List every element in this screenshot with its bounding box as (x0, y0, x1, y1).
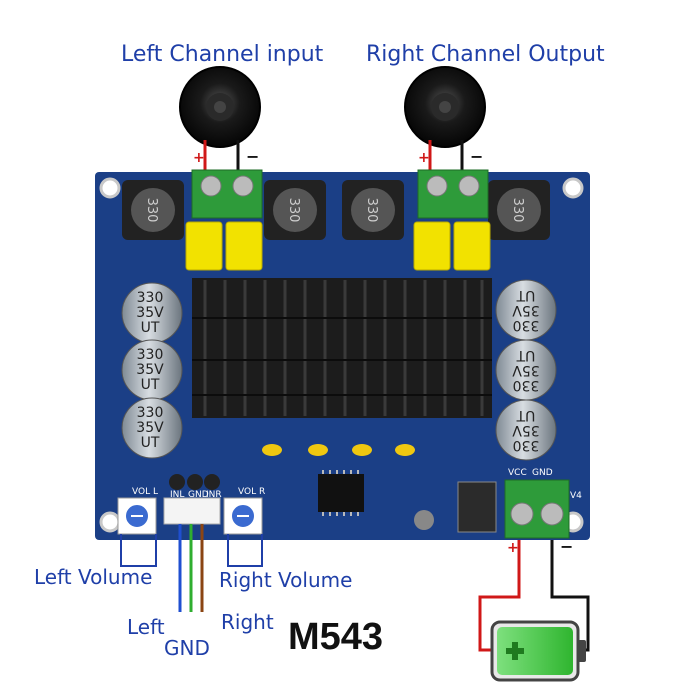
cap-l3-voltage: 35V (136, 420, 164, 436)
cap-l3-series: UT (141, 435, 160, 451)
cap-r3-voltage: 35V (512, 422, 540, 438)
left-volume-pot (117, 497, 157, 535)
power-plus-mark: + (507, 540, 519, 556)
left-channel-input-label: Left Channel input (121, 42, 324, 67)
cap-l1-value: 330 (137, 290, 164, 306)
power-minus-mark: − (560, 537, 573, 556)
left-minus-mark: − (246, 147, 259, 166)
cap-l2-series: UT (141, 377, 160, 393)
left-electrolytic-capacitors (121, 282, 183, 459)
gnd-text: GND (188, 490, 209, 500)
v4-text: V4 (570, 491, 582, 501)
inductors (122, 180, 550, 240)
right-speaker (404, 66, 486, 148)
heatsink (192, 278, 492, 418)
left-output-terminal (191, 169, 263, 219)
inductor-marking-1: 330 (144, 198, 159, 223)
gnd-input-label: GND (164, 636, 210, 660)
cap-r1-series: UT (516, 287, 535, 303)
input-capacitors (169, 474, 220, 490)
right-volume-pot (223, 497, 263, 535)
regulator (457, 481, 497, 533)
small-capacitor (414, 510, 434, 530)
right-output-terminal (417, 169, 489, 219)
battery-icon (490, 620, 586, 682)
left-input-label: Left (127, 615, 165, 639)
inductor-marking-2: 330 (286, 198, 301, 223)
vcc-text: VCC (508, 468, 527, 478)
right-minus-mark: − (470, 147, 483, 166)
right-volume-label: Right Volume (219, 568, 353, 592)
inductor-marking-3: 330 (364, 198, 379, 223)
cap-r2-value: 330 (513, 377, 540, 393)
cap-r2-voltage: 35V (512, 362, 540, 378)
cap-r1-value: 330 (513, 317, 540, 333)
power-terminal (504, 479, 570, 539)
left-volume-label: Left Volume (34, 565, 153, 589)
pot-callouts (120, 534, 263, 567)
film-capacitors (185, 221, 491, 271)
cap-l3-value: 330 (137, 405, 164, 421)
cap-l2-voltage: 35V (136, 362, 164, 378)
right-channel-output-label: Right Channel Output (366, 42, 605, 67)
model-number: M543 (288, 616, 384, 658)
input-wires (178, 524, 204, 612)
vol-l-text: VOL L (132, 487, 158, 497)
cap-r3-value: 330 (513, 437, 540, 453)
left-plus-mark: + (193, 150, 205, 166)
smd-components (262, 444, 415, 456)
left-speaker (179, 66, 261, 148)
cap-l1-voltage: 35V (136, 305, 164, 321)
inductor-marking-4: 330 (510, 198, 525, 223)
right-plus-mark: + (418, 150, 430, 166)
right-electrolytic-capacitors (495, 279, 557, 461)
vol-r-text: VOL R (238, 487, 265, 497)
right-input-label: Right (221, 610, 274, 634)
inl-text: INL (170, 490, 184, 500)
cap-r3-series: UT (516, 407, 535, 423)
cap-r2-series: UT (516, 347, 535, 363)
gnd2-text: GND (532, 468, 553, 478)
input-header (163, 497, 221, 525)
cap-l1-series: UT (141, 320, 160, 336)
ic-chip (318, 470, 364, 516)
cap-l2-value: 330 (137, 347, 164, 363)
cap-r1-voltage: 35V (512, 302, 540, 318)
inr-text: INR (206, 490, 222, 500)
